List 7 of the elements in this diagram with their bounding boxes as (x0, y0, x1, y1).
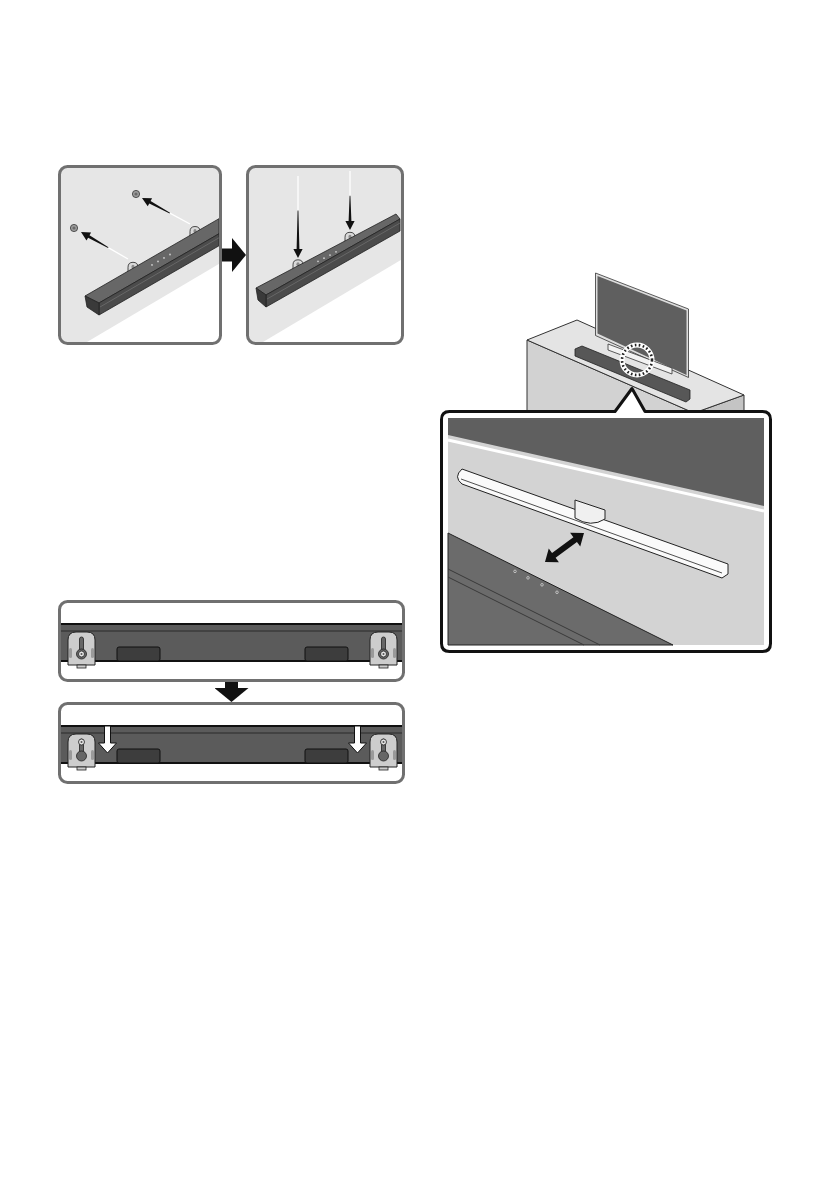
arrow (214, 682, 249, 702)
zoom-callout-panel (440, 386, 772, 654)
step-panel (58, 600, 405, 682)
arrow (222, 238, 246, 272)
step-panel (58, 702, 405, 784)
step-panel (246, 165, 404, 345)
step-panel (58, 165, 222, 345)
